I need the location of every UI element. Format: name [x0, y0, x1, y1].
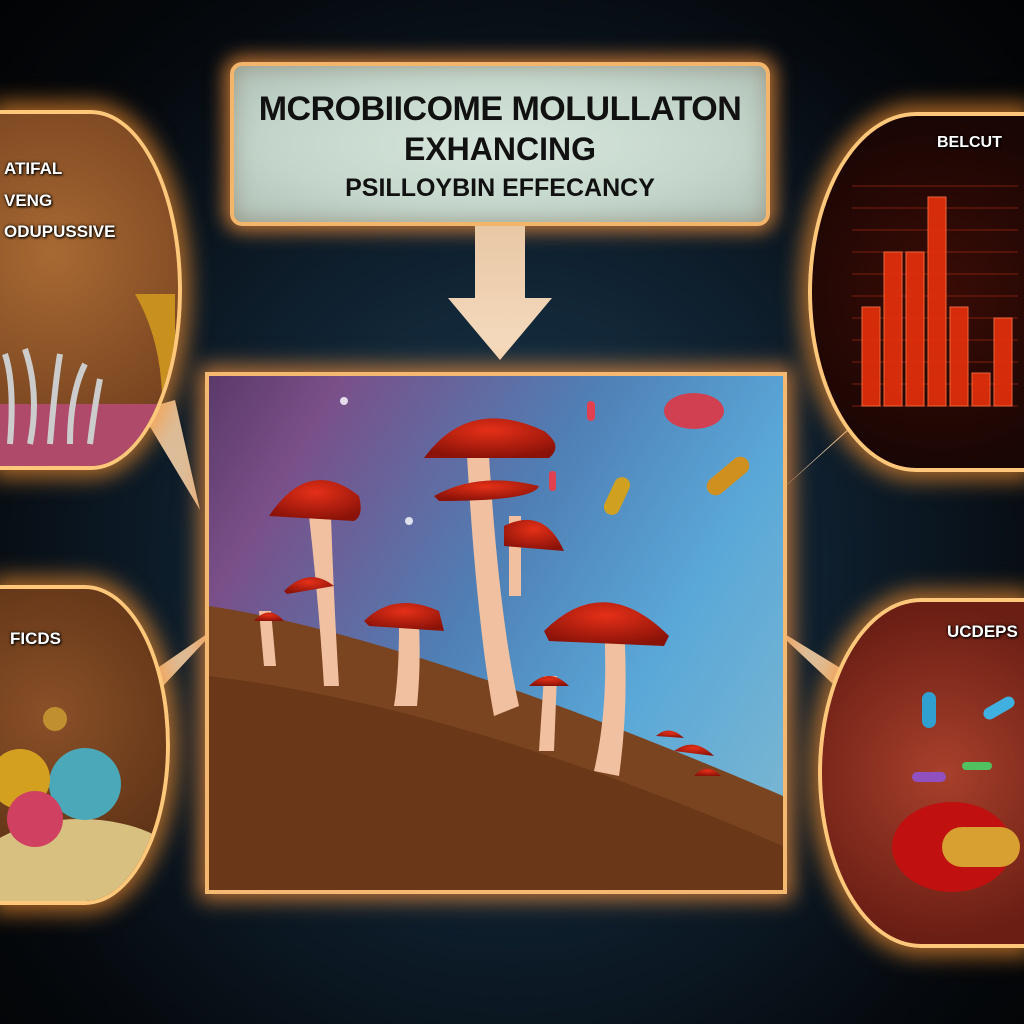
title-box: MCROBIICOME MOLULLATON EXHANCING PSILLOY…: [230, 62, 770, 226]
tissue-illustration: [0, 294, 178, 466]
panel-text-1: ATIFAL: [4, 159, 63, 178]
panel-bottom-left: FICDS: [0, 585, 170, 905]
microbes-illustration: [0, 707, 166, 901]
panel-text-3: ODUPUSSIVE: [4, 222, 116, 241]
central-mushroom-image: [205, 372, 787, 894]
down-arrow-icon: [448, 226, 552, 360]
panel-text: FICDS: [10, 629, 61, 648]
chart-bar: [905, 251, 925, 407]
chart-bar: [971, 372, 991, 407]
title-line-2: EXHANCING: [403, 131, 596, 167]
chart-bar: [949, 306, 969, 407]
panel-text: UCDEPS: [947, 622, 1018, 641]
bar-chart: [852, 185, 1018, 407]
title-line-3: PSILLOYBIN EFFECANCY: [345, 174, 655, 202]
gut-bacteria-illustration: [892, 692, 1020, 892]
chart-bar: [861, 306, 881, 407]
chart-bar: [883, 251, 903, 407]
chart-bar: [993, 317, 1013, 407]
title-line-1: MCROBIICOME MOLULLATON: [258, 90, 742, 128]
chart-bar: [927, 196, 947, 407]
panel-bottom-right: UCDEPS: [818, 598, 1024, 948]
panel-top-right-chart: BELCUT: [808, 112, 1024, 472]
chart-title: BELCUT: [937, 134, 1002, 151]
panel-top-left: ATIFAL VENG ODUPUSSIVE: [0, 110, 182, 470]
panel-text-2: VENG: [4, 191, 53, 210]
mushroom-scene: [209, 393, 783, 890]
